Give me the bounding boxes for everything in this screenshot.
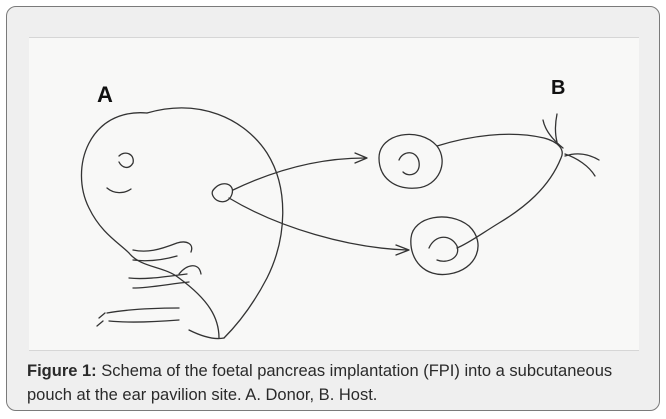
foetus-foot (97, 308, 179, 326)
arrow-to-ear-2 (229, 198, 407, 250)
panel-label-host: B (551, 77, 565, 99)
host-head-outline (437, 134, 562, 248)
schema-drawing: A B (29, 37, 639, 351)
panel-label-donor: A (97, 82, 113, 107)
caption-label: Figure 1: (27, 362, 97, 380)
foetus-hindlimb (129, 266, 201, 288)
ear-1-pouch (399, 153, 419, 175)
figure-card: A B Figure 1: Schema of the foetal pancr… (6, 6, 660, 411)
figure-caption: Figure 1: Schema of the foetal pancreas … (27, 359, 647, 407)
host-ear-2 (411, 217, 478, 275)
implantation-arrows (229, 153, 409, 255)
host-mouse-drawing (379, 114, 599, 275)
caption-text: Schema of the foetal pancreas implantati… (27, 362, 612, 404)
donor-foetus-drawing (81, 108, 282, 339)
arrow-to-ear-1 (233, 158, 365, 190)
foetus-body-outline (81, 113, 219, 338)
host-whiskers (543, 114, 599, 176)
ear-2-pouch (429, 237, 458, 261)
host-ear-1 (379, 134, 442, 188)
foetus-forelimb (133, 242, 192, 261)
foetus-back-outline (147, 108, 283, 338)
foetal-pancreas (212, 184, 232, 202)
schema-svg: A B (29, 38, 639, 350)
foetus-eye (119, 153, 133, 167)
foetus-mouth (107, 188, 131, 193)
